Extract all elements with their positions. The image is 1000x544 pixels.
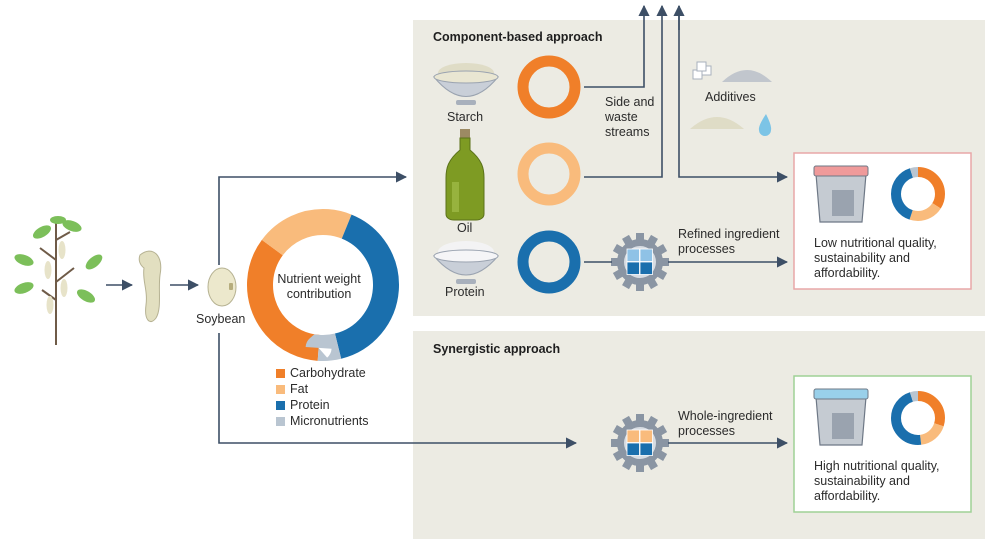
legend-carbohydrate: Carbohydrate bbox=[276, 366, 366, 380]
refined-process-gear-icon bbox=[611, 233, 669, 291]
legend-protein: Protein bbox=[276, 398, 330, 412]
protein-ring bbox=[517, 230, 581, 294]
oil-label: Oil bbox=[457, 221, 473, 235]
legend-swatch-carbohydrate bbox=[276, 368, 285, 378]
starch-ring bbox=[517, 55, 581, 119]
legend-swatch-micronutrients bbox=[276, 416, 285, 426]
arrow-additives-to-product bbox=[678, 6, 789, 183]
low-product-nutrient-donut bbox=[891, 167, 945, 221]
low-quality-product-cup-icon bbox=[813, 165, 869, 223]
high-donut-segment-protein bbox=[891, 391, 945, 445]
low-donut-segment-protein bbox=[891, 167, 945, 221]
high-quality-product-cup-icon bbox=[813, 388, 869, 446]
arrow-soybean-to-component bbox=[218, 171, 408, 265]
starch-label: Starch bbox=[447, 110, 484, 124]
additives-label: Additives bbox=[705, 90, 756, 104]
donut-segment-fat bbox=[247, 209, 399, 361]
high-donut-segment-micronutrients bbox=[891, 391, 945, 445]
donut-segment-micronutrients bbox=[247, 209, 399, 361]
legend-swatch-protein bbox=[276, 400, 285, 410]
low-outcome-text: Low nutritional quality, sustainability … bbox=[814, 236, 937, 280]
arrow-soybean-to-synergistic bbox=[218, 333, 578, 449]
arrow-starch-side-stream bbox=[584, 4, 650, 88]
synergistic-approach-title: Synergistic approach bbox=[433, 342, 561, 356]
component-approach-title: Component-based approach bbox=[433, 30, 603, 44]
arrow-oil-side-stream bbox=[584, 4, 668, 178]
high-outcome-box bbox=[793, 375, 972, 513]
low-donut-segment-micronutrients bbox=[891, 167, 945, 221]
additives-icon bbox=[690, 61, 772, 136]
oil-bottle-icon bbox=[445, 129, 485, 221]
low-donut-segment-fat bbox=[891, 167, 945, 221]
soybean-label: Soybean bbox=[196, 312, 246, 326]
protein-bowl-icon bbox=[432, 241, 500, 284]
donut-center-label: Nutrient weight contribution bbox=[277, 272, 361, 301]
legend-fat: Fat bbox=[276, 382, 308, 396]
whole-process-gear-icon bbox=[611, 414, 669, 472]
donut-segment-protein bbox=[247, 209, 399, 361]
soybean-plant-icon bbox=[14, 216, 103, 345]
nutrient-weight-donut-chart bbox=[247, 209, 399, 361]
refined-process-label: Refined ingredient processes bbox=[678, 227, 780, 256]
high-outcome-text: High nutritional quality, sustainability… bbox=[814, 459, 940, 503]
oil-ring bbox=[517, 142, 581, 206]
starch-bowl-icon bbox=[432, 63, 500, 105]
protein-label: Protein bbox=[445, 285, 485, 299]
side-waste-streams-label: Side and waste streams bbox=[605, 95, 655, 139]
high-product-nutrient-donut bbox=[891, 391, 945, 445]
legend-micronutrients: Micronutrients bbox=[276, 414, 369, 428]
whole-process-label: Whole-ingredient processes bbox=[678, 409, 773, 438]
legend-swatch-fat bbox=[276, 384, 285, 394]
soybean-pod-icon bbox=[138, 250, 162, 322]
soybean-bean-icon bbox=[207, 267, 237, 307]
